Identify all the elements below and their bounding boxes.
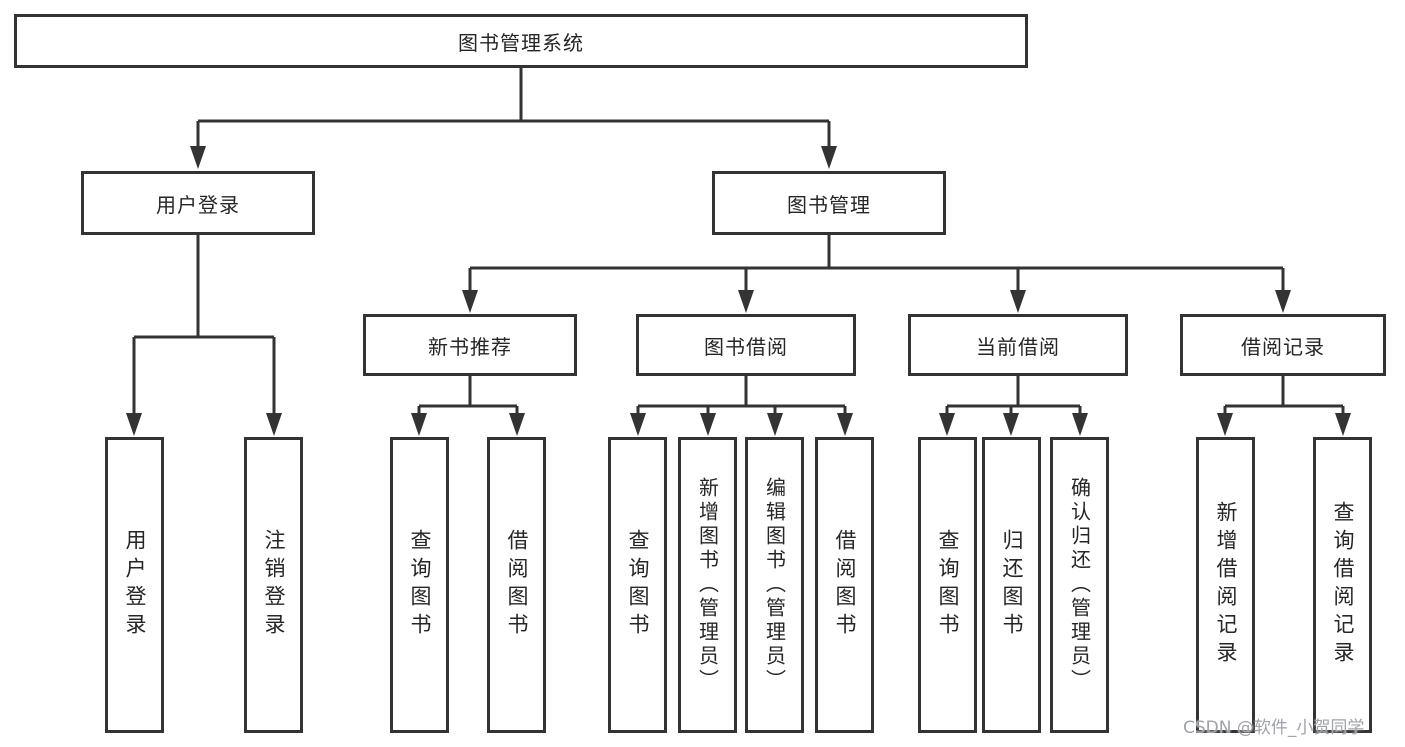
leaf-borrow-books-borrow: 借阅图书 [815,437,874,733]
node-current-borrowing: 当前借阅 [908,314,1128,376]
node-new-book-recommendation: 新书推荐 [363,314,577,376]
node-user-login: 用户登录 [81,171,315,235]
leaf-query-books-current: 查询图书 [918,437,977,733]
csdn-watermark: CSDN @软件_小贺同学 [1183,718,1365,738]
leaf-user-login: 用户登录 [105,437,164,733]
leaf-query-books-recommend: 查询图书 [390,437,449,733]
node-borrowing-records: 借阅记录 [1180,314,1386,376]
leaf-query-borrow-record: 查询借阅记录 [1313,437,1372,733]
leaf-add-books-admin: 新增图书（管理员） [678,437,737,733]
leaf-add-borrow-record: 新增借阅记录 [1196,437,1255,733]
leaf-edit-books-admin: 编辑图书（管理员） [745,437,804,733]
node-book-management: 图书管理 [712,171,946,235]
leaf-confirm-return-admin: 确认归还（管理员） [1050,437,1109,733]
leaf-logout-login: 注销登录 [244,437,303,733]
node-book-borrowing: 图书借阅 [636,314,856,376]
connector-segments [132,68,1345,417]
leaf-borrow-books-recommend: 借阅图书 [487,437,546,733]
node-library-management-system: 图书管理系统 [14,14,1028,68]
leaf-return-books: 归还图书 [982,437,1041,733]
connector-arrowheads [126,146,1351,436]
leaf-query-books-borrow: 查询图书 [608,437,667,733]
